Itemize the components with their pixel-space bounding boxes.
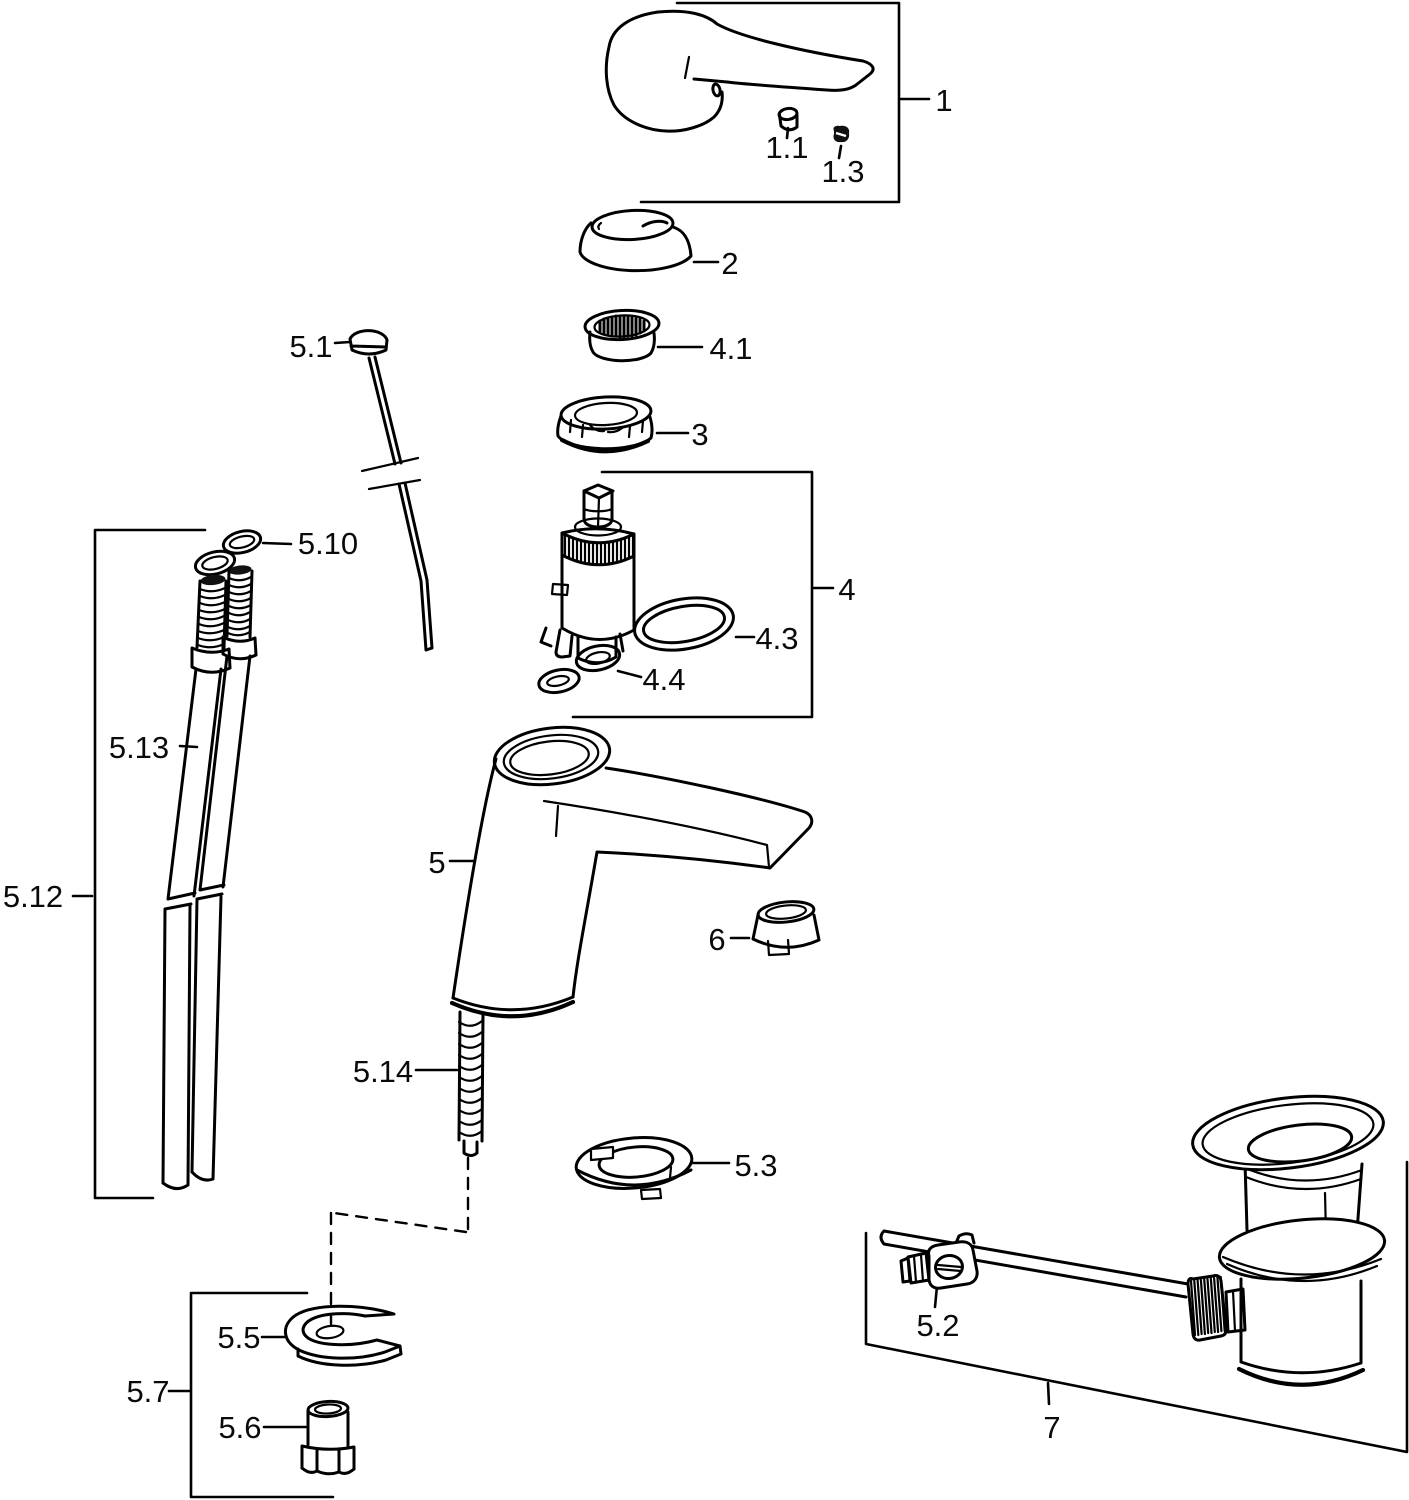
break-marks	[360, 456, 422, 491]
label-4: 4	[838, 572, 855, 607]
label-5-1: 5.1	[289, 329, 332, 364]
spout-crease	[542, 799, 771, 869]
body-left-edge	[451, 757, 498, 1000]
part-6-aerator	[751, 900, 821, 957]
label-5-5: 5.5	[217, 1320, 260, 1355]
label-4-3: 4.3	[755, 621, 798, 656]
drain-neck	[1243, 1160, 1364, 1234]
label-2: 2	[721, 246, 738, 281]
hose-a-ribs	[196, 586, 227, 649]
handle-detail-line	[683, 55, 691, 80]
part-4-1-bushing-ring	[583, 308, 661, 363]
clamp-screw	[934, 1253, 964, 1281]
leader-lines	[71, 97, 1051, 1429]
label-5-6: 5.6	[218, 1410, 261, 1445]
part-5-3-base-ring	[574, 1136, 694, 1201]
drain-knurl-lines	[1189, 1275, 1226, 1337]
label-4-4: 4.4	[642, 662, 685, 697]
drain-mid-flange	[1217, 1217, 1387, 1281]
part-4-3-o-ring	[633, 596, 735, 652]
callout-box-1	[639, 1, 901, 204]
knurled-ring	[560, 527, 636, 567]
part-4-4-washers	[537, 643, 622, 695]
label-1-3: 1.3	[821, 154, 864, 189]
callout-box-5-7	[189, 1291, 335, 1499]
part-5-13-supply-hoses	[161, 565, 258, 1190]
part-5-faucet-body	[449, 725, 814, 1019]
part-1-lever-handle	[604, 9, 875, 133]
label-1: 1	[935, 83, 952, 118]
part-5-2-rod-clamp	[899, 1232, 979, 1290]
rod-knob	[348, 329, 389, 356]
thread-arcs	[457, 1019, 484, 1137]
part-5-5-horseshoe-washer	[284, 1304, 403, 1367]
callout-box-4	[571, 470, 814, 719]
label-7: 7	[1043, 1410, 1060, 1445]
drain-body	[1239, 1277, 1363, 1375]
label-6: 6	[708, 922, 725, 957]
handle-screw-hole	[711, 82, 722, 98]
castellation-marks	[568, 418, 645, 439]
label-4-1: 4.1	[709, 331, 752, 366]
part-1-3-plug	[833, 125, 850, 143]
drain-opening	[1246, 1122, 1354, 1164]
label-5-3: 5.3	[734, 1148, 777, 1183]
spout-outline	[571, 766, 814, 999]
label-3: 3	[691, 417, 708, 452]
label-5-2: 5.2	[916, 1308, 959, 1343]
part-labels: 1 1.1 1.3 2 4.1 3 4 4.3 4.4 5.1 5.10 5.1…	[3, 83, 1061, 1445]
part-1-1-set-screw	[777, 106, 799, 132]
callout-box-7	[864, 1160, 1409, 1454]
part-5-6-mounting-nut	[300, 1399, 356, 1476]
part-2-dome-cap	[578, 208, 693, 273]
bracket-5-12	[93, 528, 207, 1200]
cartridge-stem	[582, 483, 615, 500]
label-5: 5	[428, 845, 445, 880]
label-5-7: 5.7	[126, 1374, 169, 1409]
drain-flange-top	[1191, 1094, 1385, 1172]
label-5-13: 5.13	[109, 730, 169, 765]
label-5-14: 5.14	[353, 1054, 413, 1089]
knurl-lines	[563, 533, 634, 565]
hose-b-ribs	[226, 575, 253, 637]
part-5-1-pop-up-rod	[348, 329, 434, 652]
part-3-ring-nut	[556, 395, 654, 454]
label-1-1: 1.1	[765, 130, 808, 165]
part-7-drain-assembly	[879, 1094, 1387, 1387]
cartridge-body	[560, 553, 636, 641]
part-5-10-o-rings	[193, 529, 263, 577]
label-5-10: 5.10	[298, 526, 358, 561]
serration-lines	[598, 314, 646, 339]
part-4-ceramic-cartridge	[539, 483, 636, 665]
label-5-12: 5.12	[3, 879, 63, 914]
part-5-14-threaded-stud	[457, 1010, 485, 1157]
callout-boxes	[93, 1, 1409, 1499]
